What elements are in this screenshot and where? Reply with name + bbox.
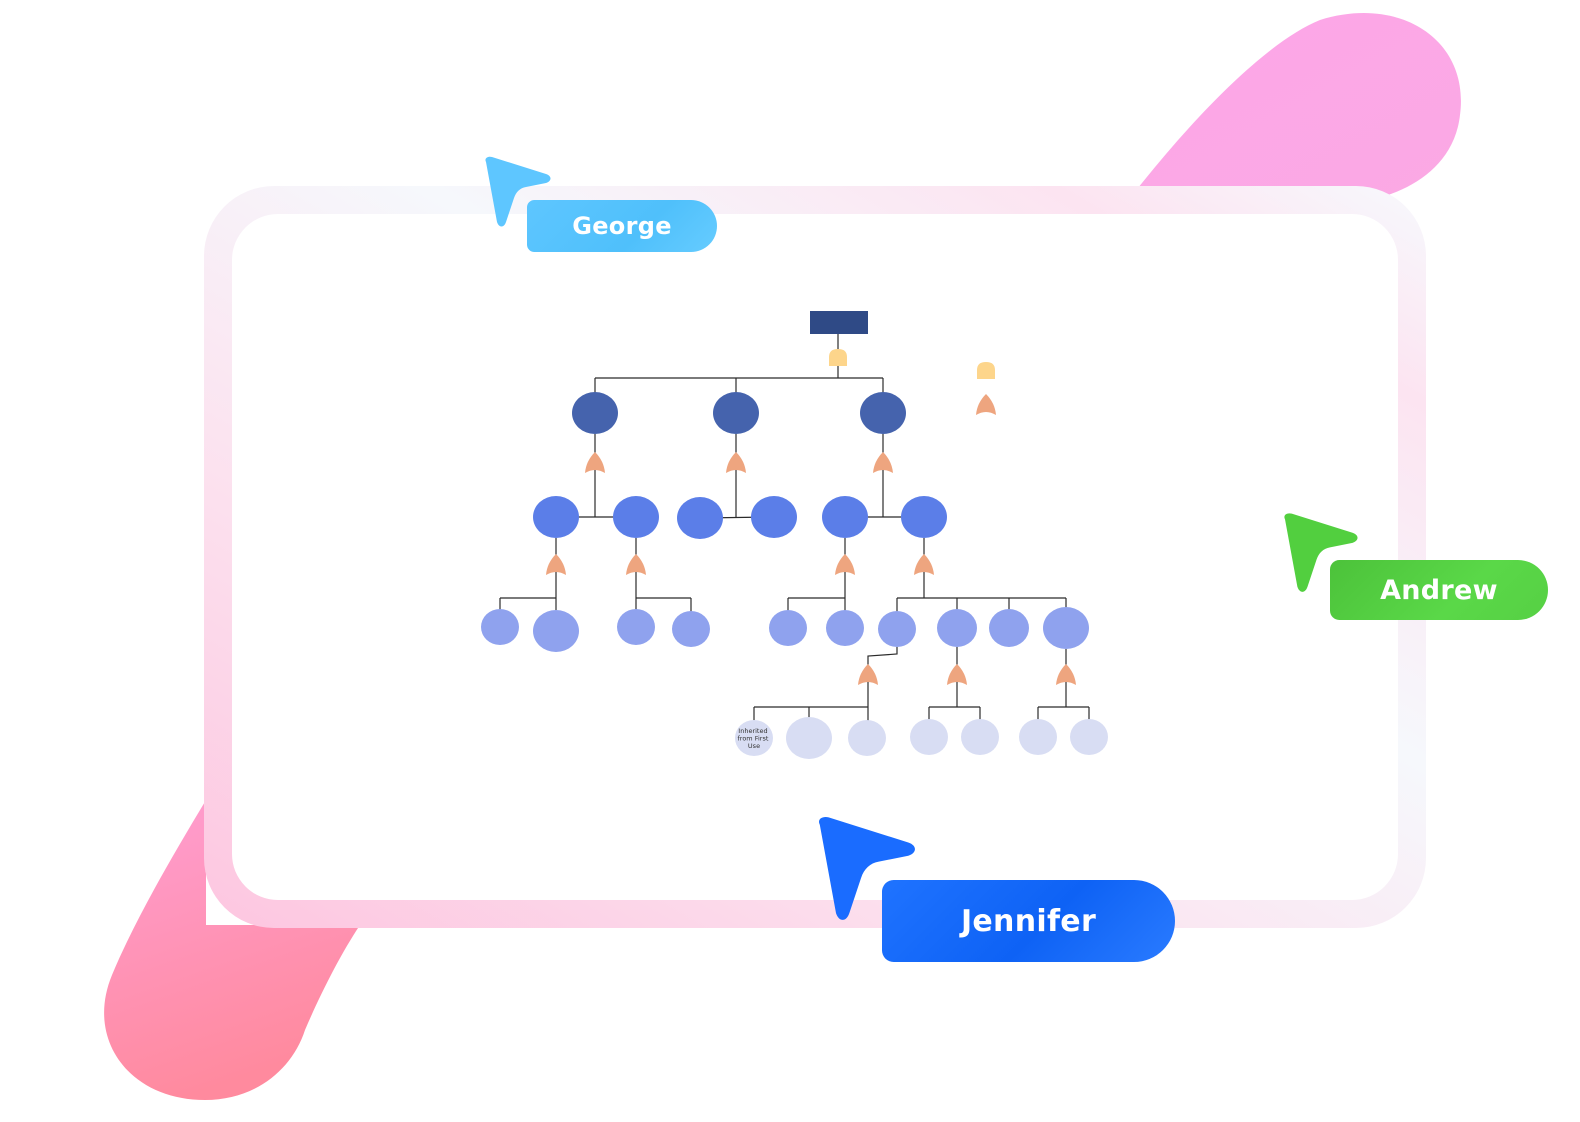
andrew-name-tag: Andrew	[1330, 560, 1548, 620]
level2-event-node	[533, 496, 579, 538]
canvas-frame	[204, 186, 1426, 928]
level1-event-node	[572, 392, 618, 434]
or-gate-icon	[546, 554, 566, 575]
level3-event-node	[481, 609, 519, 645]
level4-event-node	[1019, 719, 1057, 755]
jennifer-name-tag: Jennifer	[882, 880, 1175, 962]
or-gate-icon	[726, 452, 746, 473]
jennifer-cursor-icon	[819, 816, 915, 920]
level4-event-node	[961, 719, 999, 755]
level3-event-node	[769, 610, 807, 646]
level3-event-node	[672, 611, 710, 647]
pink-blob-top-right	[1138, 13, 1461, 196]
or-gate-icon	[835, 554, 855, 575]
level1-event-node	[713, 392, 759, 434]
level3-event-node	[878, 611, 916, 647]
andrew-cursor-icon	[1284, 513, 1358, 592]
and-gate-icon	[829, 349, 847, 366]
level4-event-node	[910, 719, 948, 755]
and-gate-icon	[977, 362, 995, 379]
level3-event-node	[617, 609, 655, 645]
connector-lines	[499, 334, 1090, 721]
or-gate-icon	[914, 554, 934, 575]
george-name-tag: George	[527, 200, 717, 252]
level3-event-node	[937, 609, 977, 647]
or-gate-icon	[1056, 664, 1076, 685]
event-nodes	[481, 311, 1108, 759]
logic-gates	[546, 349, 1076, 685]
or-gate-icon	[976, 394, 996, 415]
or-gate-icon	[947, 664, 967, 685]
level2-event-node	[751, 496, 797, 538]
or-gate-icon	[626, 554, 646, 575]
or-gate-icon	[858, 664, 878, 685]
level2-event-node	[901, 496, 947, 538]
or-gate-icon	[873, 452, 893, 473]
level3-event-node	[1043, 607, 1089, 649]
level4-event-node	[735, 720, 773, 756]
level3-event-node	[533, 610, 579, 652]
level2-event-node	[822, 496, 868, 538]
level3-event-node	[989, 609, 1029, 647]
level3-event-node	[826, 610, 864, 646]
level4-event-node	[786, 717, 832, 759]
level1-event-node	[860, 392, 906, 434]
level2-event-node	[677, 497, 723, 539]
george-cursor-icon	[485, 156, 551, 227]
level2-event-node	[613, 496, 659, 538]
level4-event-node	[1070, 719, 1108, 755]
or-gate-icon	[585, 452, 605, 473]
coral-blob-bottom-left	[104, 800, 361, 1100]
level4-event-node	[848, 720, 886, 756]
top-event-box	[810, 311, 868, 334]
leaf-label: Inherited from First Use	[738, 727, 771, 750]
